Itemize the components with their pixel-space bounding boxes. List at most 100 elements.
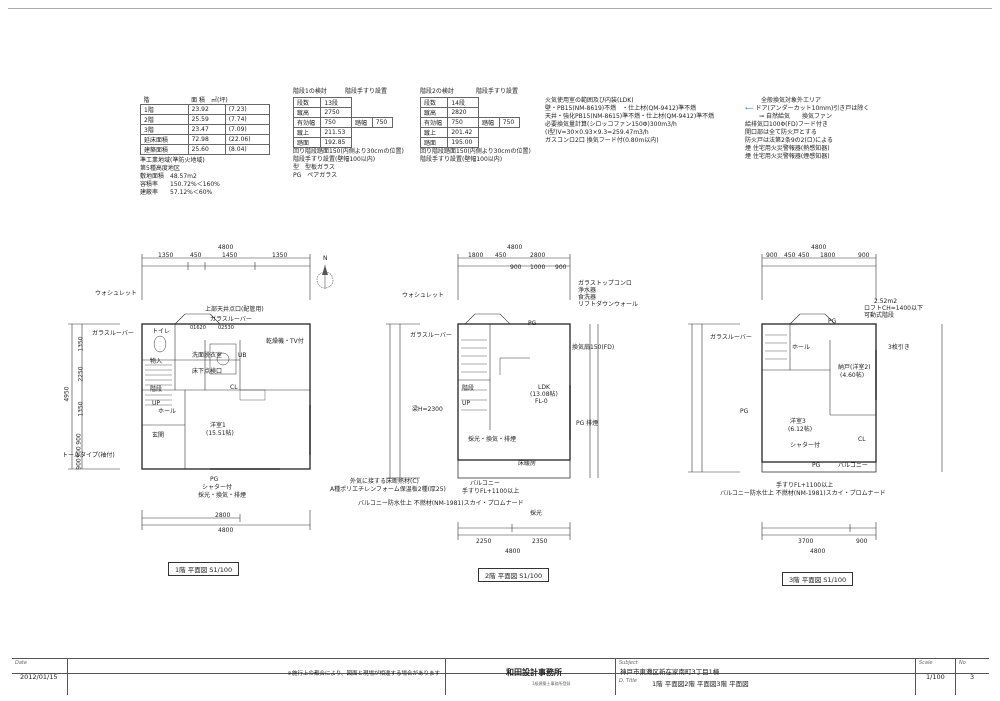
floor-plan-2-drawing [386,254,599,540]
dim-label: 2350 [532,538,548,545]
title-subject-cell: Subject 神戸市東灘区新在家南町3丁目1棟 D. Title 1階 平面図… [615,659,916,695]
stair-cell [478,138,499,148]
dim-label: 4800 [507,244,523,251]
area-row-value: 23.92 [187,104,226,115]
area-row-label: 建築面積 [140,144,189,155]
room-label: ガラスルーバー [410,332,452,339]
stair-cell [372,138,392,148]
dim-label: 4800 [811,244,827,251]
room-label: 可動式階段 [864,312,895,319]
title-note: ※施行上の都合により、図面と現場が相違する場合があります [287,671,440,677]
stair-cell: 211.53 [320,127,352,138]
area-row-value: 25.59 [187,114,226,125]
floor-plan-3: 4800 900 450 450 1800 900 3700 900 4800 … [680,240,980,560]
scale-header: Scale [919,660,933,666]
dim-label: 3700 [798,538,814,545]
north-arrow: N [310,255,340,295]
room-label: 換気扇150(FD) [572,344,615,351]
dim-label: 4800 [218,244,234,251]
room-label: (6.12帖) [788,426,813,433]
stair2-title: 階段2の検討 [420,88,454,95]
area-row-tsubo: (22.06) [224,134,271,145]
room-label: ロフトCH=1400以下 [864,305,923,312]
stair-cell [351,138,372,148]
stair-cell [478,128,499,138]
stair2-note: 回り階段踏面150(内側より30cmの位置) [420,148,531,155]
stair-cell: 750 [320,117,352,128]
room-label: バルコニー [470,480,500,487]
room-label: PG [812,462,821,469]
stair-cell: 踏面 [419,137,449,148]
stair-cell [499,138,519,148]
room-label: 外気に接する床断熱材(C) [350,478,419,485]
room-label: 上部天井点口(配管用) [205,306,264,313]
stair-cell [499,128,519,138]
stair-cell: 201.42 [447,127,479,138]
area-row-value: 25.60 [187,144,226,155]
fire-note-line: 必要換気量計算(シロッコファン150Φ)300m3/h [545,121,677,128]
dim-label: 1350 [158,252,174,259]
sheet-number: 3 [970,673,975,681]
stair-cell [372,108,392,118]
stair-cell: 有効幅 [292,117,322,128]
room-label: ホール [792,344,811,351]
room-label: 玄関 [152,432,165,439]
dim-label: 900 [510,264,522,271]
stair-cell: 192.85 [320,137,352,148]
stair1-note: 型 型板ガラス [293,164,335,171]
fan-icon: ⊸ [759,113,765,120]
dim-label: 450 [798,252,810,259]
zoning-note: 第5種高度地区 [140,165,180,172]
legend-line: 開口部は全て防火戸とする [745,129,817,136]
fire-note-line: 壁・PB15(NM-8619)不燃 ・仕上材(QM-9412)準不燃 [545,105,697,112]
stair-cell [478,98,499,108]
area-header-area: 面 積 ㎡(坪) [191,97,228,104]
stair-cell [351,128,372,138]
dim-label: 450 [495,252,507,259]
room-label: PG 排煙 [576,420,599,427]
floor-plan-1: 4800 1350 450 1450 1350 2800 4800 4950 1… [60,240,320,540]
room-label: ホール [158,408,177,415]
office-name: 和田設計事務所 [506,668,562,677]
scale: 1/100 [926,673,945,681]
room-label: PG [740,408,749,415]
room-label: 浄水器 [578,287,597,294]
legend-line: 煙 住宅用火災警報器(煙感知器) [745,153,830,160]
legend-line: ⊸ 自然給気 換気ファン [759,113,869,121]
room-label: 洋室1 [210,422,226,429]
title-office-cell: 和田設計事務所 1級建築士事務所登録 [445,659,616,695]
dim-label: 1000 [530,264,546,271]
room-label: LDK [538,384,550,391]
room-label: ガラスルーバー [710,334,752,341]
dim-label: 1450 [222,252,238,259]
stair1-title2: 階段手すり設置 [345,88,388,95]
zoning-note: 容積率 150.72%＜160% [140,181,220,188]
room-label: 採光・換気・排煙 [468,436,517,443]
area-row-tsubo: (7.23) [224,104,271,115]
dim-label: 1350 [272,252,288,259]
room-label: 2.52m2 [874,298,898,305]
stair-cell: 195.00 [447,137,479,148]
stair-cell [372,128,392,138]
room-label: PG [828,318,837,325]
plan3-caption: 3階 平面図 S1/100 [782,572,854,586]
office-sub: 1級建築士事務所登録 [532,681,571,686]
room-label: バルコニー防水仕上 不燃材(NM-1981)スカイ・プロムナード [358,500,524,507]
area-header-floor: 階 [143,97,150,104]
room-label: 01620 [190,325,206,331]
room-label: シャター付 [202,484,233,491]
stair1-note: 回り階段踏面150(内側より30cmの位置) [293,148,404,155]
room-label: トールタイプ(袖付) [62,452,115,459]
room-label: 手すりFL+1100以上 [462,488,520,495]
fire-note-line: ガスコンロ2口 換気フード付(0.80m以内) [545,137,659,144]
area-row-tsubo: (7.74) [224,114,271,125]
dim-label: 4800 [218,527,234,534]
dim-label: 450 [190,252,202,259]
zoning-note: 建蔽率 57.12%＜60% [140,189,213,196]
stair-cell [499,108,519,118]
room-label: ガラスルーバー [210,316,252,323]
stair-cell: 蹴高 [419,107,449,118]
room-label: UP [152,400,161,407]
